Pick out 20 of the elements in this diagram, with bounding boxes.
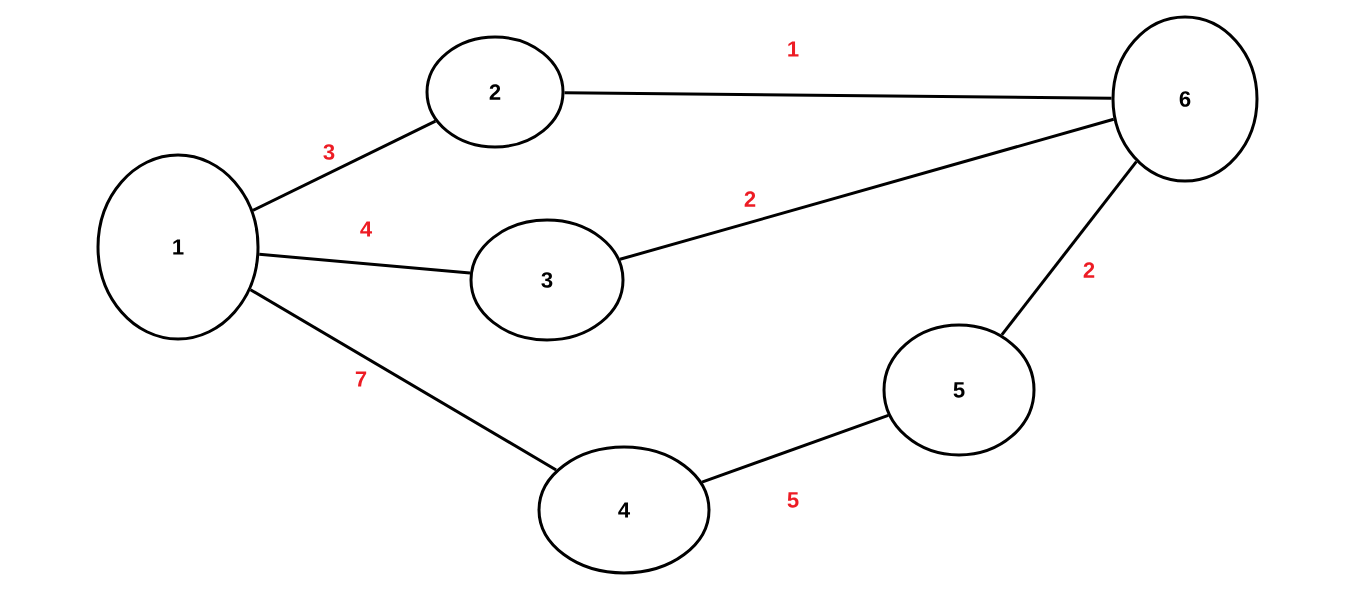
graph-node: 6 — [1111, 15, 1259, 183]
edge-line — [564, 91, 1112, 100]
graph-node: 2 — [425, 35, 565, 149]
edge-label: 2 — [1083, 262, 1095, 278]
edge-label: 5 — [787, 492, 799, 508]
edge-line — [259, 252, 471, 275]
graph-node: 1 — [96, 153, 260, 341]
graph-node: 3 — [469, 218, 625, 342]
edge-line — [1000, 160, 1138, 336]
edge-label: 3 — [323, 144, 335, 160]
graph-node: 4 — [537, 445, 711, 575]
edge-label: 7 — [355, 371, 367, 387]
edge-line — [701, 413, 889, 484]
edge-line — [619, 117, 1115, 261]
edge-label: 4 — [360, 221, 372, 237]
edge-label: 1 — [788, 41, 799, 57]
graph-node: 5 — [882, 323, 1036, 457]
edge-line — [249, 288, 557, 472]
edge-line — [252, 119, 437, 212]
edge-label: 2 — [744, 191, 756, 207]
